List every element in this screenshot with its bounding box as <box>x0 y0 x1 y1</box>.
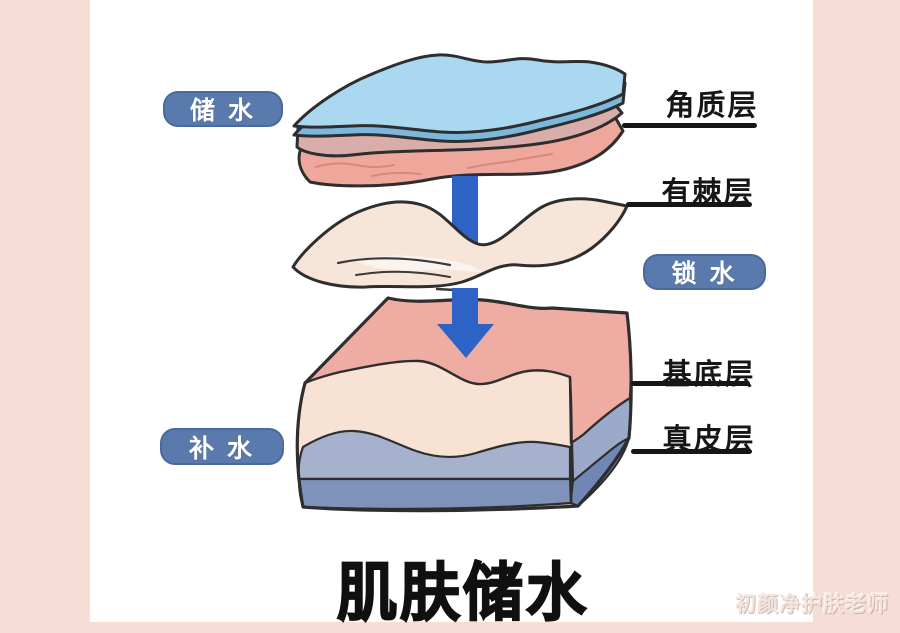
cream-sheet-highlight <box>352 255 482 272</box>
store-water-badge: 储 水 <box>163 91 283 127</box>
arrow-down <box>437 288 494 358</box>
label-basal-layer: 基底层 <box>662 359 756 391</box>
blue-sheet-top <box>292 53 627 134</box>
block-face-separation-line <box>568 376 573 505</box>
block-front-slate-band <box>297 477 573 511</box>
replenish-water-badge: 补 水 <box>160 428 284 465</box>
arrow-head <box>437 324 494 358</box>
skin-block <box>295 296 633 513</box>
leader-line-stratum-spinosum <box>626 202 752 207</box>
watermark-text: 初颜净护肤老师 <box>735 593 889 616</box>
leader-line-basal-layer <box>631 381 750 386</box>
salmon-texture-squiggles <box>315 153 553 177</box>
lock-water-badge: 锁 水 <box>643 254 766 290</box>
top-sheet-stack <box>292 53 627 188</box>
leader-line-dermis-layer <box>631 449 752 454</box>
page-title: 肌肤储水 <box>336 557 589 629</box>
middle-cream-sheet <box>291 197 629 292</box>
block-outline <box>295 296 633 513</box>
leader-line-stratum-corneum <box>622 123 757 128</box>
arrow-lower-stem <box>452 288 478 326</box>
label-stratum-corneum: 角质层 <box>665 90 759 122</box>
